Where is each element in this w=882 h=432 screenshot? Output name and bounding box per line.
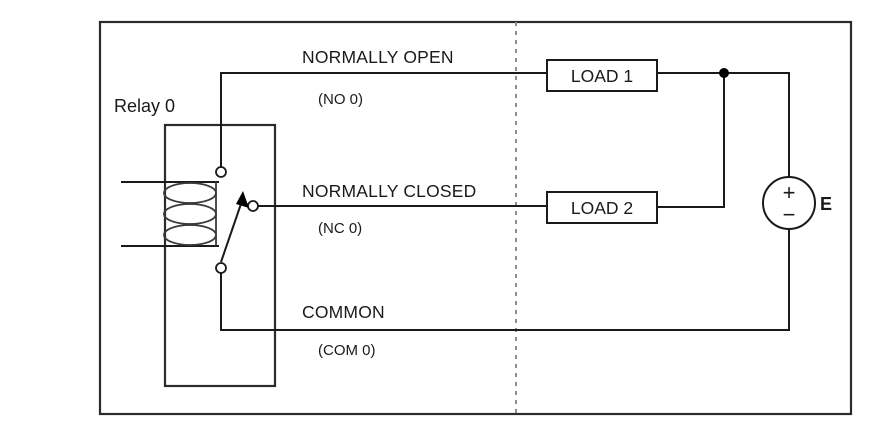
source-label: E [820,194,832,214]
load-2-box [546,191,658,224]
junction-dot [719,68,729,78]
load-1-box [546,59,658,92]
load2-output-wire [656,72,725,208]
normally-open-label: NORMALLY OPEN [302,47,454,67]
normally-closed-code: (NC 0) [318,220,362,237]
source-plus-sign: + [783,180,796,205]
common-label: COMMON [302,302,385,322]
com-wire-to-source [220,272,790,331]
nc-terminal-contact [247,200,259,212]
load-2-label: LOAD 2 [571,198,633,218]
load-1-label: LOAD 1 [571,66,633,86]
source-minus-sign: − [783,202,796,227]
diagram-border [98,20,853,416]
no-wire-to-load1 [220,72,548,168]
relay-armature [220,191,249,263]
com-terminal-contact [215,262,227,274]
normally-closed-label: NORMALLY CLOSED [302,181,477,201]
relay-label: Relay 0 [114,96,175,116]
no-terminal-contact [215,166,227,178]
relay-coil [163,182,217,246]
common-code: (COM 0) [318,342,376,359]
normally-open-code: (NO 0) [318,91,363,108]
voltage-source-symbol [762,176,816,230]
